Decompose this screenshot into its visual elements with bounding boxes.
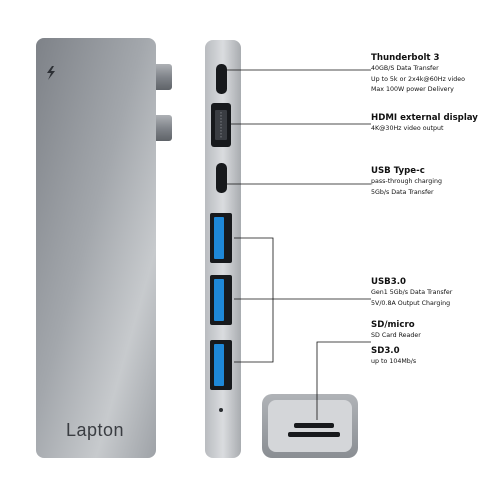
spec-detail: Max 100W power Delivery [371,86,454,93]
lightning-bolt-icon [47,66,55,80]
spec-detail: 5V/0.8A Output Charging [371,299,451,307]
brand-logo: Lapton [65,420,125,440]
spec-title: USB Type-c [371,166,425,176]
spec-title: HDMI external display [371,113,478,123]
status-led [219,408,223,412]
callout-lines [227,69,371,420]
usb-type-c-port [216,163,227,193]
spec-detail: pass-through charging [371,178,442,185]
hdmi-port [211,103,231,147]
spec-sd3: SD3.0 up to 104Mb/s [371,346,416,368]
spec-detail: 4K@30Hz video output [371,125,444,132]
usb3-port-3 [210,340,232,390]
spec-detail: 5Gb/s Data Transfer [371,188,434,196]
hub-top-surface [36,38,156,458]
spec-detail: 40GB/S Data Transfer [371,65,439,72]
spec-detail: SD Card Reader [371,332,421,339]
spec-detail: Up to 5k or 2x4k@60Hz video [371,75,465,83]
spec-title: SD3.0 [371,346,400,356]
spec-usb3: USB3.0 Gen1 5Gb/s Data Transfer 5V/0.8A … [371,277,452,309]
sd-card-reader [262,394,358,458]
usb3-port-2 [210,275,232,325]
spec-thunderbolt: Thunderbolt 3 40GB/S Data Transfer Up to… [371,53,465,96]
spec-usb-type-c: USB Type-c pass-through charging 5Gb/s D… [371,166,442,198]
usb3-port-1 [210,213,232,263]
spec-hdmi: HDMI external display 4K@30Hz video outp… [371,113,478,135]
spec-sd-micro: SD/micro SD Card Reader [371,320,421,342]
spec-title: Thunderbolt 3 [371,53,440,63]
spec-title: USB3.0 [371,277,406,287]
spec-detail: Gen1 5Gb/s Data Transfer [371,289,453,296]
spec-detail: up to 104Mb/s [371,358,417,365]
thunderbolt-port [216,64,227,94]
spec-title: SD/micro [371,320,415,330]
